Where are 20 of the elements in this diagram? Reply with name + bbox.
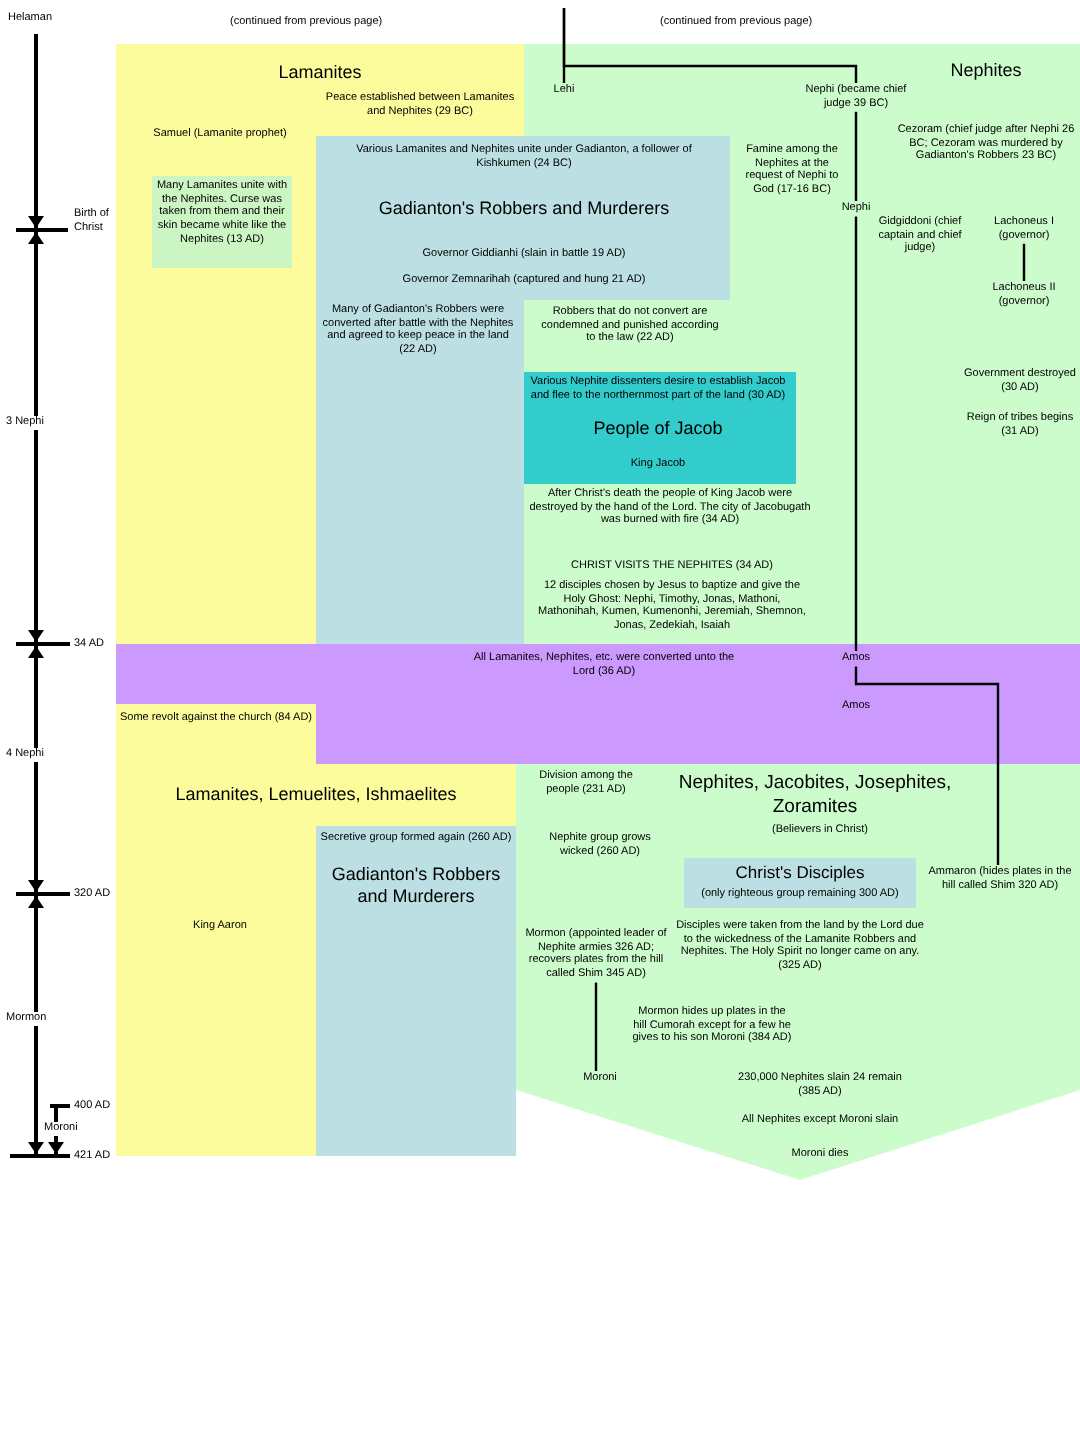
group-panel <box>520 372 796 484</box>
group-heading: People of Jacob <box>591 418 725 440</box>
connector-line <box>1022 243 1026 281</box>
connector-line <box>854 216 858 651</box>
group-heading: Gadianton's Robbers and Murderers <box>329 864 503 908</box>
group-heading: Nephites, Jacobites, Josephites, Zoramites <box>676 772 954 819</box>
group-panel <box>684 858 916 908</box>
group-heading: Lamanites, Lemuelites, Ishmaelites <box>173 784 459 806</box>
group-panel <box>316 826 516 1156</box>
group-heading: Nephites <box>948 60 1024 82</box>
connector-line <box>562 8 858 83</box>
connector-line <box>594 982 598 1071</box>
note-panel <box>116 704 316 764</box>
region-panel <box>116 764 516 1156</box>
connector-line <box>854 666 1000 865</box>
group-heading: Christ's Disciples <box>733 862 867 883</box>
connector-line <box>854 111 858 201</box>
note-panel <box>152 176 292 268</box>
group-heading: Gadianton's Robbers and Murderers <box>376 198 672 220</box>
group-heading: Lamanites <box>276 62 364 84</box>
